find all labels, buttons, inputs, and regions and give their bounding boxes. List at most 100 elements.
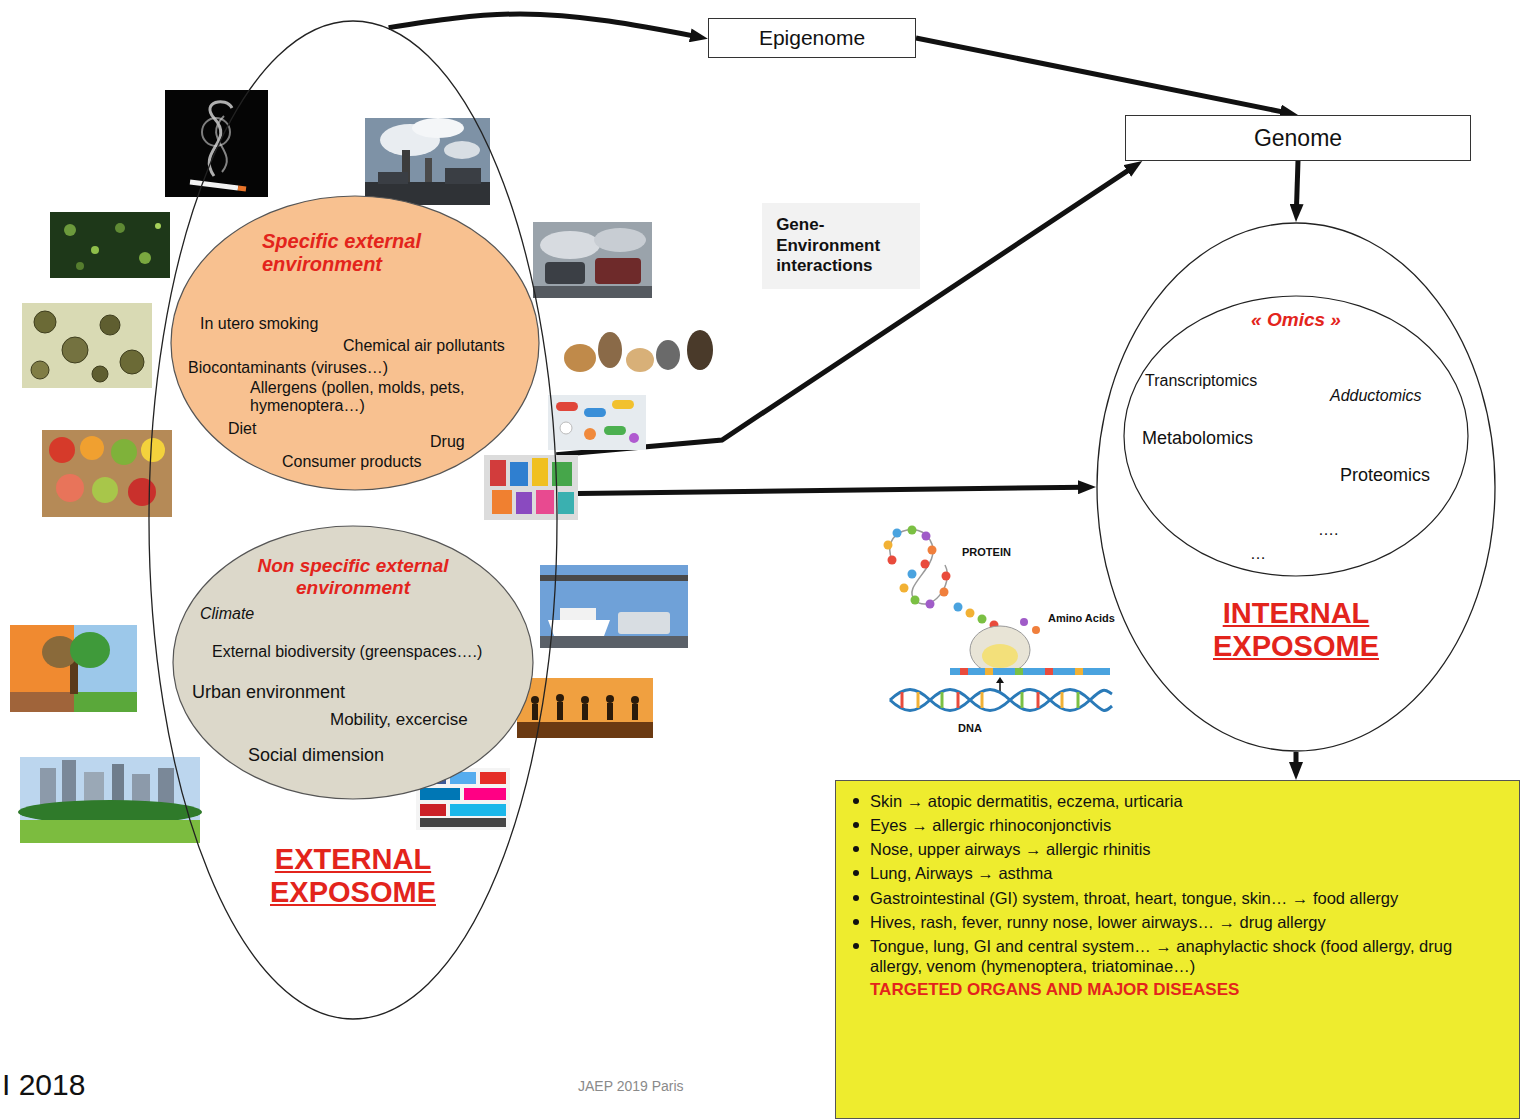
omics-item: Metabolomics [1142, 428, 1253, 449]
exposure-item: Climate [200, 605, 254, 623]
social-media-photo [420, 818, 506, 827]
ellipse-outline [173, 526, 533, 799]
protein-synthesis-illustration [890, 690, 1112, 711]
runners-photo [517, 678, 653, 738]
smoking-photo [165, 90, 268, 197]
protein-synthesis-illustration [1061, 692, 1064, 708]
food-photo [141, 438, 165, 462]
protein-synthesis-illustration [1077, 692, 1080, 708]
protein-synthesis-illustration [928, 546, 937, 555]
exposure-item: Mobility, excercise [330, 710, 468, 730]
forest-photo [115, 223, 125, 233]
disease-item: Skin → atopic dermatitis, eczema, urtica… [870, 791, 1505, 811]
connector-arrow [558, 487, 1085, 494]
non-specific-environment-ellipse: Non specific external environmentClimate… [172, 525, 534, 800]
social-media-photo [450, 804, 506, 816]
protein-synthesis-illustration [978, 615, 987, 624]
transport-photo [540, 575, 688, 581]
factory-photo [445, 168, 481, 184]
protein-synthesis-illustration [1015, 668, 1023, 675]
ellipse-outline [1124, 296, 1468, 576]
consumer-products-photo [510, 462, 528, 486]
traffic-photo [594, 228, 646, 252]
protein-synthesis-illustration [1032, 626, 1040, 634]
drugs-photo [604, 426, 626, 435]
bullet [853, 943, 859, 949]
pollen-photo [34, 311, 56, 333]
smoking-photo [238, 188, 246, 189]
protein-synthesis-illustration [981, 692, 984, 708]
protein-synthesis-illustration [926, 600, 935, 609]
ellipse-outline [1097, 223, 1495, 751]
exposure-item: Drug [430, 433, 465, 451]
runners-photo [606, 695, 614, 703]
protein-synthesis-illustration [1021, 692, 1024, 708]
protein-synthesis-illustration [954, 603, 963, 612]
protein-synthesis-illustration [911, 596, 920, 605]
pets-photo [626, 348, 654, 372]
runners-photo [517, 678, 653, 738]
external-exposome-ellipse: EXTERNAL EXPOSOMESpecific external envir… [148, 20, 558, 1020]
transport-photo [560, 608, 596, 620]
protein-synthesis-illustration [900, 584, 909, 593]
exposure-item: Allergens (pollen, molds, pets, hymenopt… [250, 379, 490, 416]
transport-photo [618, 612, 670, 634]
bullet [853, 919, 859, 925]
exposure-item: In utero smoking [200, 315, 318, 333]
protein-synthesis-illustration [985, 668, 993, 675]
ellipse-outline [149, 21, 557, 1019]
disease-item: Nose, upper airways → allergic rhinitis [870, 839, 1505, 859]
disease-item: Tongue, lung, GI and central system… → a… [870, 936, 1505, 976]
bullet [853, 822, 859, 828]
consumer-products-photo [558, 492, 574, 514]
group-heading: « Omics » [1123, 309, 1469, 331]
protein-synthesis-illustration [960, 668, 968, 675]
internal-exposome-circle: INTERNAL EXPOSOME« Omics »Transcriptomic… [1096, 222, 1496, 752]
consumer-products-photo [552, 462, 572, 486]
transport-photo [540, 636, 688, 648]
protein-synthesis-illustration [908, 570, 917, 579]
factory-photo [378, 172, 408, 184]
pollen-photo [22, 303, 152, 388]
factory-photo [412, 118, 464, 138]
protein-synthesis-illustration [1037, 692, 1040, 708]
transport-photo [540, 565, 688, 648]
climate-photo [70, 632, 110, 668]
omics-item: … [1250, 545, 1266, 563]
runners-photo [556, 694, 564, 702]
food-photo [42, 430, 172, 517]
protein-synthesis-illustration [940, 588, 949, 597]
runners-photo [632, 704, 638, 720]
exposure-item: Biocontaminants (viruses…) [188, 359, 388, 377]
connector-arrow [916, 38, 1287, 113]
connector-arrow [1294, 752, 1299, 769]
protein-synthesis-illustration [1075, 668, 1083, 675]
social-media-photo [420, 788, 460, 800]
connector-arrow [389, 14, 697, 37]
exposome-title: INTERNAL EXPOSOME [1196, 597, 1396, 664]
protein-synthesis-illustration [970, 626, 1030, 674]
transport-photo [540, 565, 688, 648]
pets-photo [656, 340, 680, 370]
forest-photo [91, 246, 99, 254]
bullet [853, 870, 859, 876]
pollen-photo [92, 366, 108, 382]
food-photo [56, 474, 84, 502]
exposure-item: Social dimension [248, 745, 384, 766]
edge-label: Gene-Environment interactions [762, 203, 920, 288]
protein-synthesis-illustration [922, 532, 931, 541]
disease-item: Gastrointestinal (GI) system, throat, he… [870, 888, 1505, 908]
pets-photo [557, 325, 720, 378]
protein-synthesis-illustration [884, 541, 893, 550]
illustration-label: DNA [958, 722, 982, 735]
bullet [853, 895, 859, 901]
drugs-photo [584, 428, 596, 440]
ellipse-outline [171, 196, 539, 490]
protein-synthesis-illustration [950, 668, 1110, 675]
drugs-photo [612, 400, 634, 409]
consumer-products-photo [492, 490, 512, 514]
protein-synthesis-illustration [917, 692, 920, 708]
food-photo [49, 437, 75, 463]
footer-text: I 2018 [2, 1068, 85, 1103]
